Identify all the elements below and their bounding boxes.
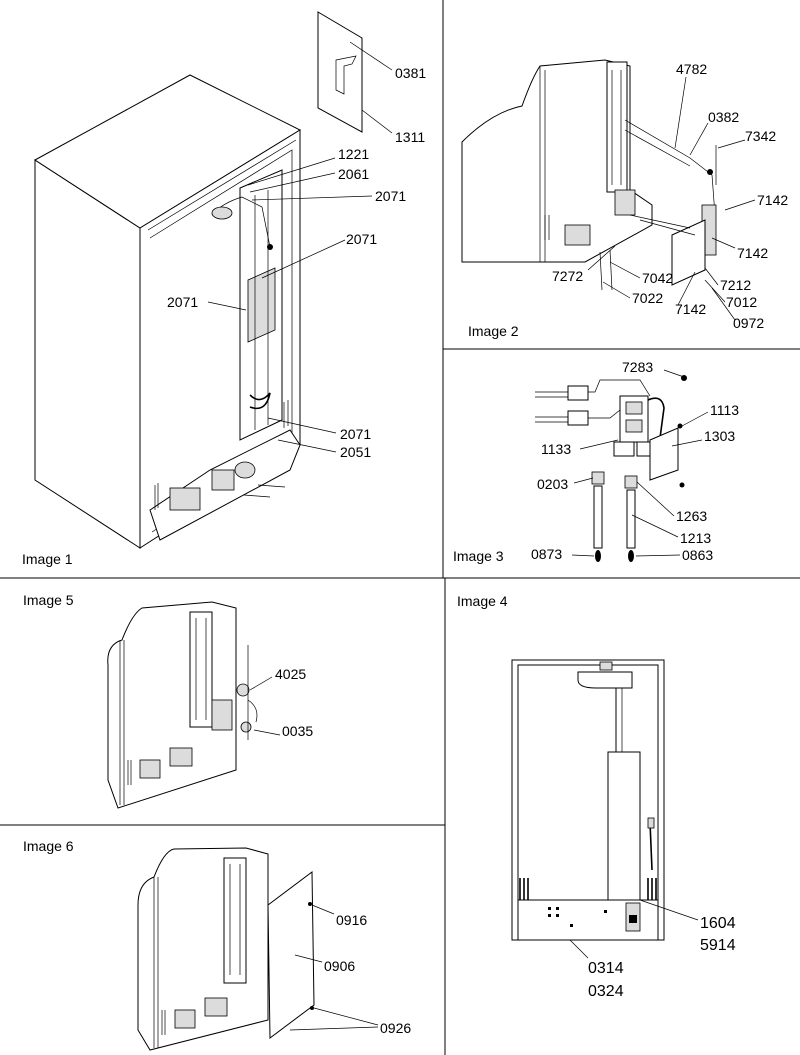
callout-2071-d: 2071 [340,426,371,442]
callout-0906: 0906 [324,958,355,974]
image-4-title: Image 4 [457,593,508,609]
image-5-leader-lines [249,676,281,736]
image-1-title: Image 1 [22,551,73,567]
cabinet-section-with-valve [107,601,258,809]
refrigerator-rear-flat-view [511,659,665,941]
image-4-callouts: 1604 5914 0314 0324 [588,915,736,1000]
callout-7283: 7283 [622,359,653,375]
callout-1221: 1221 [338,146,369,162]
image-6-title: Image 6 [23,838,74,854]
image-5-panel: Image 5 4025 0035 [23,592,313,809]
image-3-title: Image 3 [453,548,504,564]
refrigerator-cabinet-rear [34,11,363,549]
image-6-callouts: 0916 0906 0926 [324,912,411,1036]
image-1-callouts: 0381 1311 1221 2061 2071 2071 2071 2071 … [167,65,426,460]
image-3-leader-lines [571,369,709,557]
image-4-panel: Image 4 [457,593,736,1000]
callout-0916: 0916 [336,912,367,928]
image-1-panel: Image 1 [22,11,426,567]
image-2-title: Image 2 [468,323,519,339]
callout-7022: 7022 [632,290,663,306]
image-2-leader-lines [587,76,756,321]
callout-1213: 1213 [680,530,711,546]
callout-0863: 0863 [682,547,713,563]
callout-1133: 1133 [541,441,571,457]
image-3-callouts: 7283 1113 1303 1133 0203 1263 1213 0873 … [531,359,739,563]
callout-0035: 0035 [282,723,313,739]
callout-1303: 1303 [704,428,735,444]
callout-2071-b: 2071 [346,231,377,247]
cabinet-section-with-cover [137,847,315,1051]
callout-1311: 1311 [395,129,425,145]
callout-2071-c: 2071 [167,294,198,310]
callout-0382: 0382 [708,109,739,125]
callout-0203: 0203 [537,476,568,492]
callout-4782: 4782 [676,61,707,77]
callout-7272: 7272 [552,268,583,284]
callout-7012: 7012 [726,294,757,310]
callout-0324: 0324 [588,983,624,1000]
callout-2061: 2061 [338,166,369,182]
image-6-panel: Image 6 0916 0906 0926 [23,838,411,1051]
callout-7142-a: 7142 [757,192,788,208]
water-valve-assembly [535,375,687,562]
image-2-callouts: 4782 0382 7342 7142 7142 7272 7042 7022 … [552,61,788,331]
callout-0972: 0972 [733,315,764,331]
image-5-title: Image 5 [23,592,74,608]
callout-0926: 0926 [380,1020,411,1036]
callout-1263: 1263 [676,508,707,524]
callout-7342: 7342 [745,128,776,144]
image-1-leader-lines [207,41,393,453]
callout-7212: 7212 [720,277,751,293]
image-3-panel: Image 3 [453,359,739,564]
callout-5914: 5914 [700,937,736,954]
callout-7142-c: 7142 [675,301,706,317]
image-4-leader-lines [569,899,699,959]
image-2-panel: Image 2 [461,59,788,339]
callout-2071-a: 2071 [375,188,406,204]
callout-4025: 4025 [275,666,306,682]
image-6-leader-lines [289,904,379,1031]
callout-1113: 1113 [710,402,739,418]
callout-0314: 0314 [588,960,624,977]
callout-0381: 0381 [395,65,426,81]
image-5-callouts: 4025 0035 [275,666,313,739]
cabinet-section-drawing [461,59,717,291]
callout-2051: 2051 [340,444,371,460]
callout-7042: 7042 [642,270,673,286]
callout-7142-b: 7142 [737,245,768,261]
callout-0873: 0873 [531,546,562,562]
callout-1604: 1604 [700,915,736,932]
